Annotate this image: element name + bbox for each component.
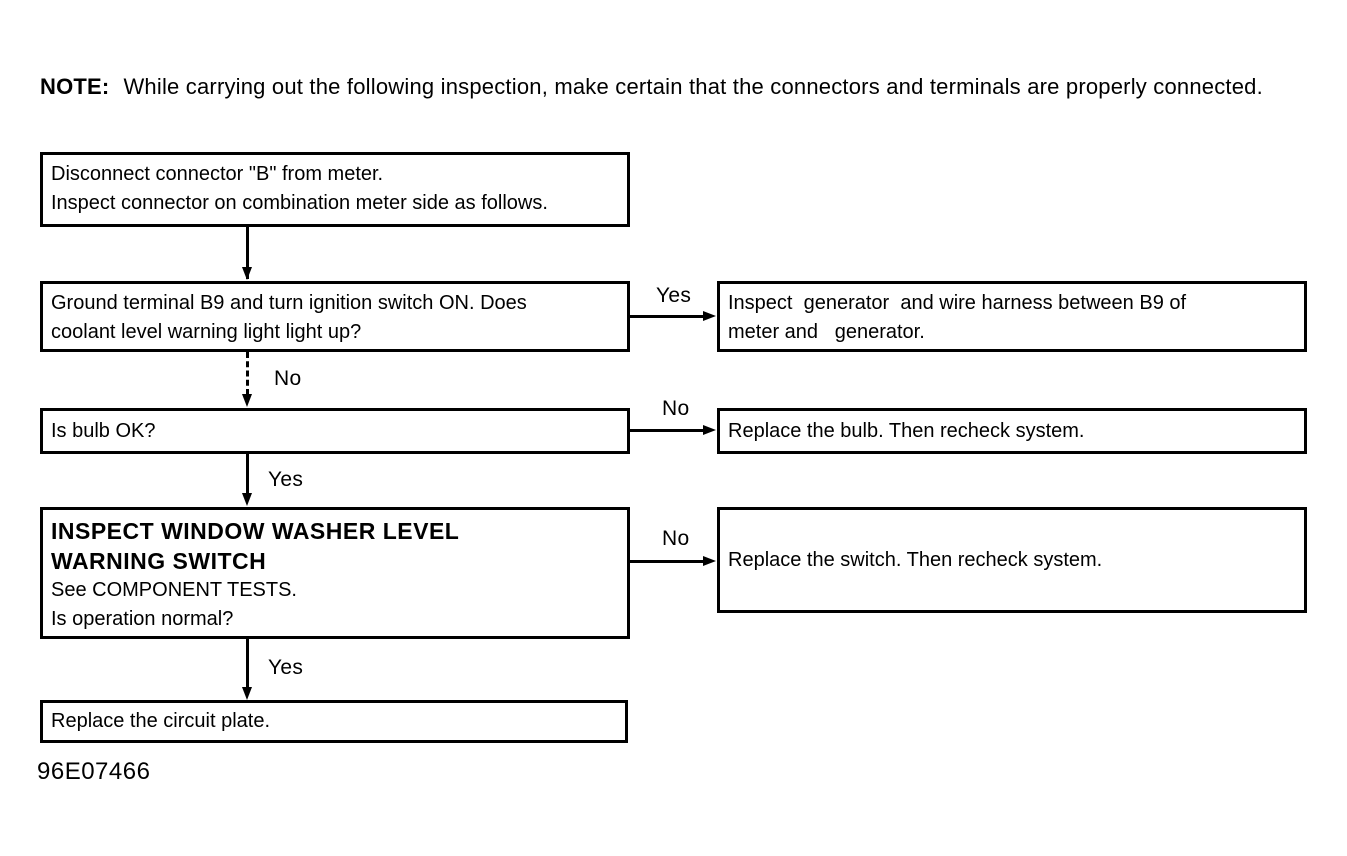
branch-label-no: No — [662, 527, 690, 550]
flow-box-ground-terminal-b9: Ground terminal B9 and turn ignition swi… — [40, 281, 630, 352]
flow-box-is-bulb-ok: Is bulb OK? — [40, 408, 630, 454]
arrow-line-step1-step2 — [246, 227, 249, 279]
arrow-head-down-icon — [242, 493, 252, 506]
flow-box-line: See COMPONENT TESTS. — [51, 579, 297, 601]
arrow-head-right-icon — [703, 311, 716, 321]
flow-box-replace-bulb: Replace the bulb. Then recheck system. — [717, 408, 1307, 454]
arrow-line-step4-result3 — [630, 560, 704, 563]
branch-label-no: No — [274, 367, 302, 390]
flow-box-line: Is operation normal? — [51, 608, 234, 630]
figure-id: 96E07466 — [37, 758, 151, 785]
note-label: NOTE: — [40, 74, 110, 99]
arrow-head-down-icon — [242, 687, 252, 700]
flow-box-line: Ground terminal B9 and turn ignition swi… — [51, 292, 527, 314]
arrow-head-right-icon — [703, 425, 716, 435]
branch-label-yes: Yes — [656, 284, 692, 307]
flow-box-heading: INSPECT WINDOW WASHER LEVEL — [51, 518, 460, 544]
flow-box-inspect-generator: Inspect generator and wire harness betwe… — [717, 281, 1307, 352]
flow-box-line: Inspect generator and wire harness betwe… — [728, 292, 1187, 314]
arrow-line-step2-result1 — [630, 315, 704, 318]
branch-label-yes: Yes — [268, 468, 304, 491]
arrow-line-step3-step4 — [246, 454, 249, 494]
branch-label-no: No — [662, 397, 690, 420]
note-text: While carrying out the following inspect… — [123, 74, 1263, 99]
arrow-head-down-icon — [242, 394, 252, 407]
arrow-line-step3-result2 — [630, 429, 704, 432]
arrow-line-step4-step5 — [246, 639, 249, 687]
note-paragraph: NOTE: While carrying out the following in… — [40, 71, 1315, 102]
flow-box-line: meter and generator. — [728, 321, 925, 343]
flow-box-line: Disconnect connector "B" from meter. — [51, 163, 384, 185]
flow-box-line: Replace the bulb. Then recheck system. — [728, 419, 1085, 442]
flow-box-replace-switch: Replace the switch. Then recheck system. — [717, 507, 1307, 613]
flow-box-line: Is bulb OK? — [51, 419, 156, 442]
arrow-head-right-icon — [703, 556, 716, 566]
flow-box-line: Replace the switch. Then recheck system. — [728, 548, 1103, 571]
flow-box-line: Replace the circuit plate. — [51, 710, 271, 732]
flow-box-inspect-washer-switch: INSPECT WINDOW WASHER LEVEL WARNING SWIT… — [40, 507, 630, 639]
flow-box-line: coolant level warning light light up? — [51, 321, 362, 343]
arrow-head-down-icon — [242, 267, 252, 280]
arrow-line-step2-step3 — [246, 352, 249, 395]
flow-box-line: Inspect connector on combination meter s… — [51, 192, 548, 214]
flow-box-disconnect-connector: Disconnect connector "B" from meter. Ins… — [40, 152, 630, 227]
flow-box-replace-circuit-plate: Replace the circuit plate. — [40, 700, 628, 743]
branch-label-yes: Yes — [268, 656, 304, 679]
flow-box-heading: WARNING SWITCH — [51, 548, 267, 574]
